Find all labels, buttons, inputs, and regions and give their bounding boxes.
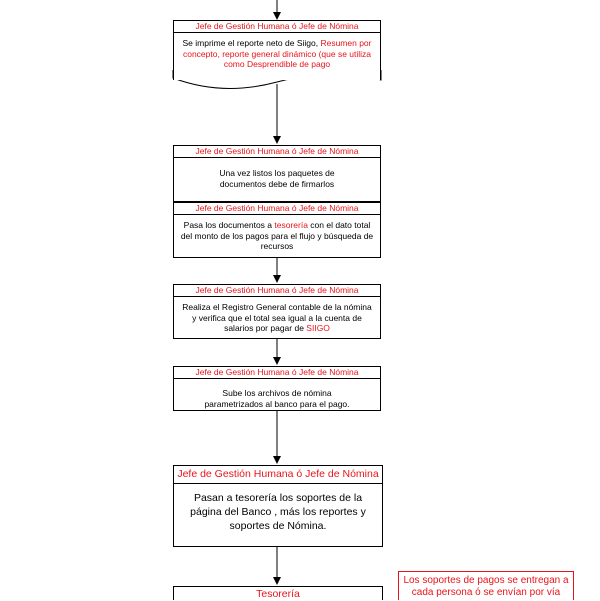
process-box-bank-supports: Jefe de Gestión Humana ó Jefe de Nómina … (173, 465, 383, 547)
step-description: Se imprime el reporte neto de Siigo, Res… (174, 33, 380, 70)
process-box-treasury: Tesorería (173, 586, 383, 600)
role-label: Jefe de Gestión Humana ó Jefe de Nómina (174, 203, 380, 215)
step-text: Sube los archivos de nómina parametrizad… (204, 388, 350, 409)
step-description: Pasan a tesorería los soportes de la pág… (174, 484, 382, 533)
note-text: Los soportes de pagos se entregan a cada… (403, 575, 569, 598)
step-text-highlight: Resumen por concepto, reporte general di… (182, 38, 372, 69)
role-label: Jefe de Gestión Humana ó Jefe de Nómina (174, 146, 380, 158)
process-box-general-registry: Jefe de Gestión Humana ó Jefe de Nómina … (173, 284, 381, 339)
process-box-sign-documents: Jefe de Gestión Humana ó Jefe de Nómina … (173, 145, 381, 202)
step-description: Una vez listos los paquetes de documento… (174, 158, 380, 201)
step-description: Pasa los documentos a tesorería con el d… (174, 215, 380, 252)
step-text-highlight: tesorería (274, 220, 308, 230)
process-box-upload-files: Jefe de Gestión Humana ó Jefe de Nómina … (173, 366, 381, 411)
step-text: Pasa los documentos a (183, 220, 275, 230)
step-description: Sube los archivos de nómina parametrizad… (174, 379, 380, 409)
role-label: Jefe de Gestión Humana ó Jefe de Nómina (174, 466, 382, 484)
step-description: Realiza el Registro General contable de … (174, 297, 380, 334)
process-box-pass-to-treasury: Jefe de Gestión Humana ó Jefe de Nómina … (173, 202, 381, 258)
step-text-highlight: SIIGO (306, 323, 330, 333)
step-text-continued: con el dato total del monto de los pagos… (180, 220, 374, 251)
step-text: Se imprime el reporte neto de Siigo, (182, 38, 321, 48)
role-label: Jefe de Gestión Humana ó Jefe de Nómina (174, 367, 380, 379)
role-label: Jefe de Gestión Humana ó Jefe de Nómina (174, 21, 380, 33)
side-note: Los soportes de pagos se entregan a cada… (398, 571, 574, 600)
step-text: Una vez listos los paquetes de documento… (219, 168, 335, 189)
step-text: Pasan a tesorería los soportes de la pág… (190, 492, 366, 532)
role-label: Jefe de Gestión Humana ó Jefe de Nómina (174, 285, 380, 297)
step-text: Realiza el Registro General contable de … (182, 302, 372, 333)
role-label: Tesorería (256, 588, 300, 600)
process-box-print-report: Jefe de Gestión Humana ó Jefe de Nómina … (173, 20, 381, 80)
